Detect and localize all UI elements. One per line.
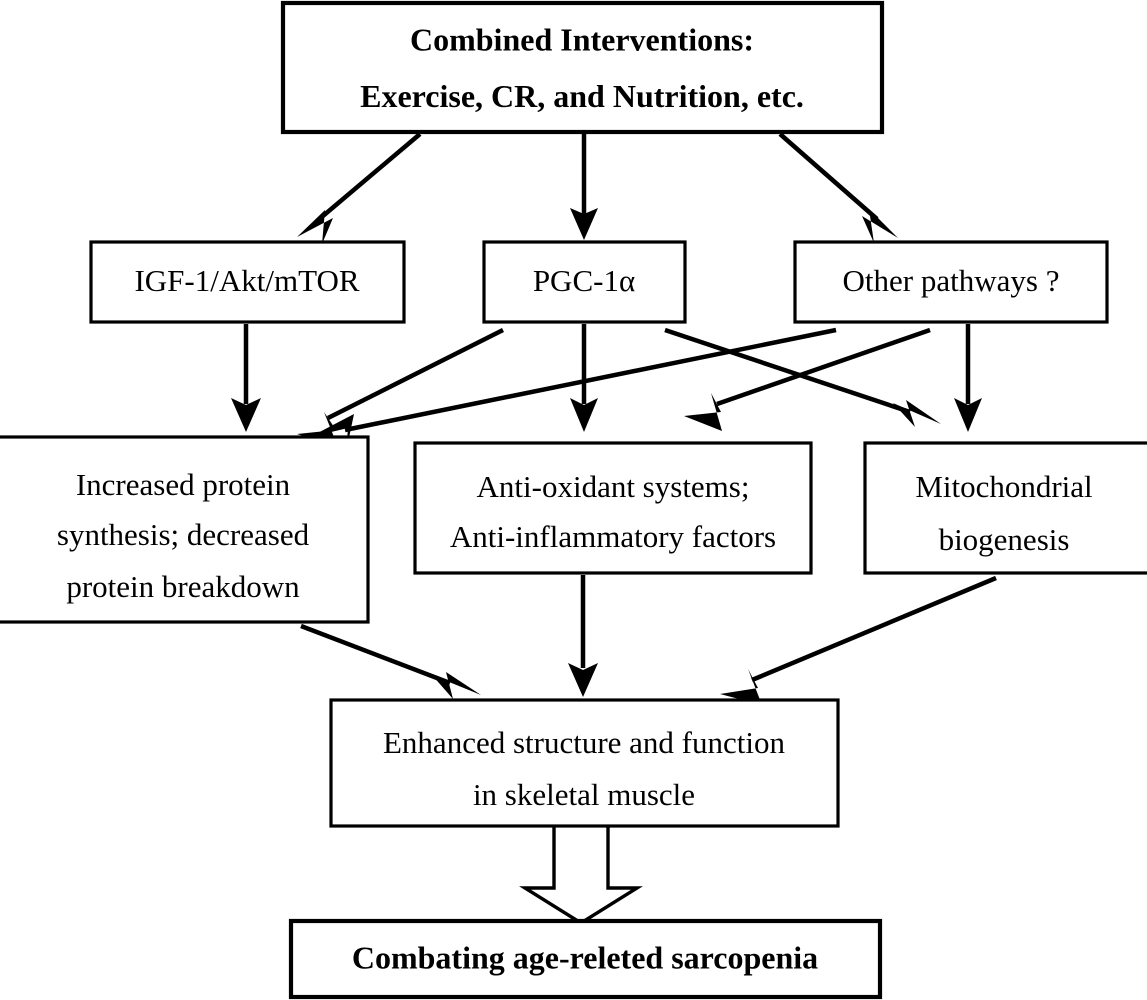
node-mitochondrial-biogenesis-line1: Mitochondrial [915, 469, 1092, 504]
node-pgc-1-alpha-label: PGC-1α [533, 263, 635, 298]
node-antioxidant-antiinflammatory-line1: Anti-oxidant systems; [477, 469, 750, 504]
node-combating-sarcopenia[interactable]: Combating age-releted sarcopenia [288, 918, 883, 1000]
edge-protein-to-enhanced [300, 623, 481, 699]
edge-antioxidant-to-enhanced [568, 575, 598, 697]
node-increased-protein-synthesis-line2: synthesis; decreased [57, 517, 310, 552]
node-enhanced-structure-function[interactable]: Enhanced structure and function in skele… [329, 698, 840, 828]
edge-other-to-protein [310, 327, 837, 452]
node-igf-akt-mtor[interactable]: IGF-1/Akt/mTOR [89, 240, 406, 324]
edge-interventions-to-igf [297, 132, 422, 244]
node-other-pathways-label: Other pathways ? [843, 263, 1060, 298]
node-increased-protein-synthesis-line1: Increased protein [76, 467, 291, 502]
node-enhanced-structure-function-line1: Enhanced structure and function [383, 725, 785, 760]
edge-interventions-to-other [778, 132, 898, 243]
edge-mitochondria-to-enhanced [720, 575, 997, 705]
node-combined-interventions-line2-italic: etc [757, 78, 796, 114]
edge-pgc-to-mitochondria [664, 327, 941, 427]
node-mitochondrial-biogenesis-line2: biogenesis [939, 522, 1070, 557]
edge-other-to-antioxidant [684, 327, 931, 431]
edge-other-to-mitochondria [954, 324, 982, 432]
edge-interventions-to-pgc [570, 134, 598, 240]
node-igf-akt-mtor-label: IGF-1/Akt/mTOR [134, 263, 359, 298]
node-enhanced-structure-function-line2: in skeletal muscle [473, 777, 695, 812]
node-combating-sarcopenia-label: Combating age-releted sarcopenia [352, 939, 818, 975]
edge-pgc-to-antioxidant [570, 324, 598, 432]
node-combined-interventions-line1: Combined Interventions: [410, 21, 754, 57]
node-increased-protein-synthesis-line3: protein breakdown [66, 569, 300, 604]
node-combined-interventions-line2: Exercise, CR, and Nutrition, etc. [360, 78, 804, 114]
edge-igf-to-protein [231, 324, 261, 432]
node-other-pathways[interactable]: Other pathways ? [793, 240, 1109, 324]
node-increased-protein-synthesis[interactable]: Increased protein synthesis; decreased p… [0, 435, 370, 624]
node-mitochondrial-biogenesis[interactable]: Mitochondrial biogenesis [863, 441, 1147, 575]
node-combined-interventions[interactable]: Combined Interventions: Exercise, CR, an… [280, 0, 885, 135]
node-pgc-1-alpha[interactable]: PGC-1α [482, 240, 687, 324]
edge-layer [231, 132, 997, 926]
node-combined-interventions-line2-main: Exercise, CR, and Nutrition, [360, 78, 757, 114]
node-antioxidant-antiinflammatory-line2: Anti-inflammatory factors [450, 519, 776, 554]
node-combined-interventions-line2-tail: . [796, 78, 804, 114]
node-antioxidant-antiinflammatory[interactable]: Anti-oxidant systems; Anti-inflammatory … [413, 441, 813, 575]
edge-enhanced-to-outcome [519, 823, 643, 926]
